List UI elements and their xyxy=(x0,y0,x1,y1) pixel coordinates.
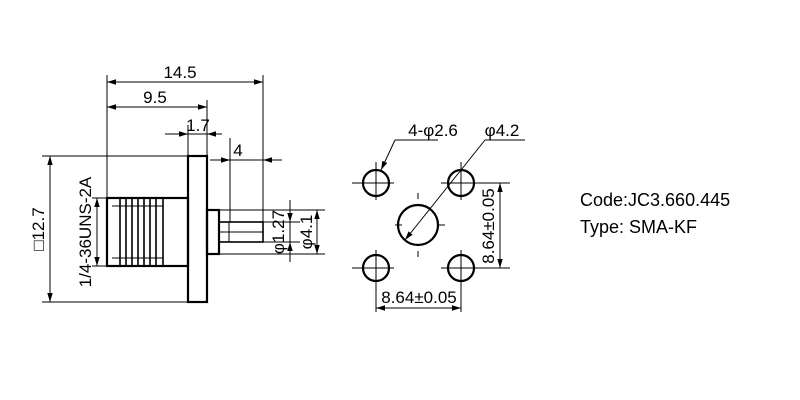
side-view: 14.5 9.5 1.7 4 □12.7 1/4-36UNS-2A φ1.27 … xyxy=(29,63,325,304)
dim-flange-to-front: 9.5 xyxy=(143,88,167,107)
threaded-body xyxy=(105,196,190,268)
product-type: Type: SMA-KF xyxy=(580,217,698,237)
product-code: Code:JC3.660.445 xyxy=(580,190,731,210)
dim-flange-square: □12.7 xyxy=(29,207,48,250)
mounting-hole xyxy=(446,253,476,283)
dim-pin-dia: φ1.27 xyxy=(269,210,288,254)
flange xyxy=(186,154,209,304)
dim-hole-spacing-h: 8.64±0.05 xyxy=(381,288,457,307)
dim-pin-length: 4 xyxy=(233,141,242,160)
dim-insulator-dia: φ4.1 xyxy=(297,215,316,250)
dim-holes: 4-φ2.6 xyxy=(408,121,458,140)
thread-hatching xyxy=(119,198,157,266)
rear-insulator xyxy=(205,208,221,256)
dim-hole-spacing-v: 8.64±0.05 xyxy=(479,188,498,264)
mounting-hole xyxy=(361,168,391,198)
dim-overall-length: 14.5 xyxy=(163,63,196,82)
dim-center-hole: φ4.2 xyxy=(485,121,520,140)
mounting-hole xyxy=(361,253,391,283)
dim-flange-thickness: 1.7 xyxy=(186,116,210,135)
dim-thread: 1/4-36UNS-2A xyxy=(76,176,95,287)
center-hole xyxy=(396,203,440,247)
front-view: 4-φ2.6 φ4.2 8.64±0.05 8.64±0.05 xyxy=(352,121,525,312)
